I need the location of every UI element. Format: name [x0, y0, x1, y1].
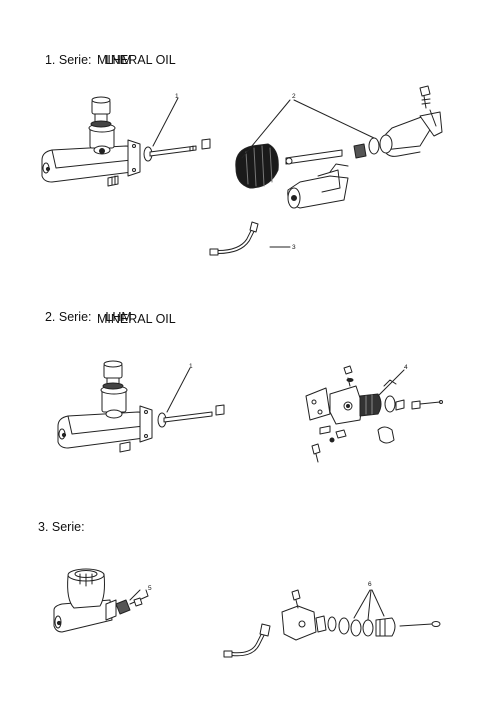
- section-2-title: 2. Serie: LHM: [44, 310, 132, 324]
- slave-cylinder-s2: [305, 365, 443, 463]
- nut-s1: [201, 138, 211, 150]
- nut-s2: [215, 404, 225, 416]
- section-1-fluid: LHM: [105, 53, 132, 67]
- callout-1b: 1: [189, 363, 193, 370]
- callout-1a: 1: [175, 93, 179, 100]
- section-1-oil: MINERAL OIL: [97, 53, 176, 67]
- master-cylinder-s1: [41, 96, 141, 187]
- master-cylinder-s3: [53, 568, 149, 633]
- push-rod-s2: [163, 411, 213, 423]
- callout-3: 3: [292, 244, 296, 251]
- callout-6: 6: [368, 581, 372, 588]
- slave-cylinder-assembled: [287, 163, 349, 209]
- callout-5: 5: [148, 585, 152, 592]
- master-cylinder-s2: [57, 360, 153, 453]
- brake-hose-s3: [223, 623, 271, 658]
- section-2-fluid: LHM: [105, 310, 132, 324]
- slave-seal-ring: [368, 137, 380, 155]
- slave-cylinder-open: [379, 109, 443, 157]
- slave-boot: [235, 143, 279, 189]
- brake-hose-s1: [209, 221, 259, 256]
- slave-push-rod: [285, 149, 343, 165]
- push-rod-s1: [149, 145, 197, 157]
- slave-cylinder-s3: [281, 589, 441, 641]
- section-2-oil: MINERAL OIL: [97, 312, 176, 326]
- callout-4: 4: [404, 364, 408, 371]
- section-3-title: 3. Serie:: [38, 520, 85, 534]
- piston-cup: [353, 143, 367, 159]
- section-1-title: 1. Serie: LHM: [44, 53, 132, 67]
- bleed-screw: [419, 85, 431, 109]
- callout-2: 2: [292, 93, 296, 100]
